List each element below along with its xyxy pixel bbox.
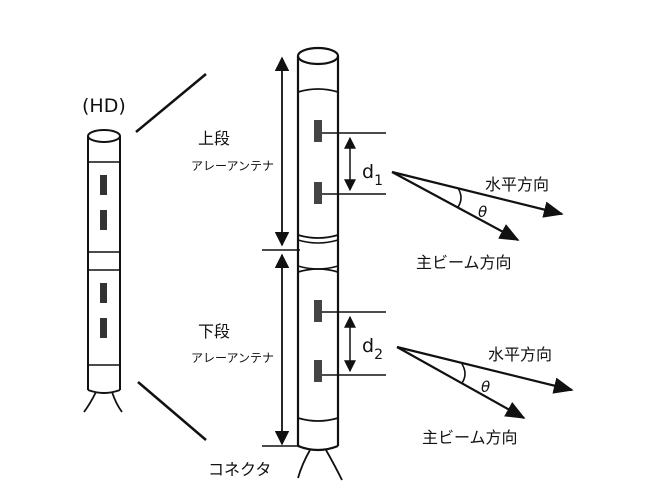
theta-label-upper: θ: [478, 203, 487, 221]
main-beam-label-lower: 主ビーム方向: [422, 428, 518, 447]
horizontal-direction-label-lower: 水平方向: [488, 345, 552, 364]
d1-dimension: [322, 132, 386, 195]
upper-beam-arrows: [391, 170, 564, 241]
horizontal-direction-label-upper: 水平方向: [485, 175, 549, 194]
small-antenna: [83, 129, 123, 413]
d1-label: d1: [362, 161, 383, 189]
small-antenna-elements: [100, 175, 107, 338]
lower-array-label-1: 下段: [198, 322, 230, 341]
d2-label: d2: [362, 335, 383, 363]
lower-array-label-2: アレーアンテナ: [191, 351, 274, 365]
zoom-line-top: [135, 73, 207, 133]
large-antenna: [296, 46, 343, 481]
upper-array-label-1: 上段: [198, 129, 230, 148]
theta-label-lower: θ: [481, 378, 490, 396]
zoom-line-bottom: [137, 381, 207, 441]
large-antenna-elements: [314, 120, 322, 382]
connector-label: コネクタ: [208, 460, 271, 479]
upper-array-label-2: アレーアンテナ: [191, 159, 274, 173]
hd-label: (HD): [82, 95, 126, 117]
main-beam-label-upper: 主ビーム方向: [416, 253, 512, 272]
d2-dimension: [322, 311, 386, 376]
lower-beam-arrows: [396, 345, 574, 419]
